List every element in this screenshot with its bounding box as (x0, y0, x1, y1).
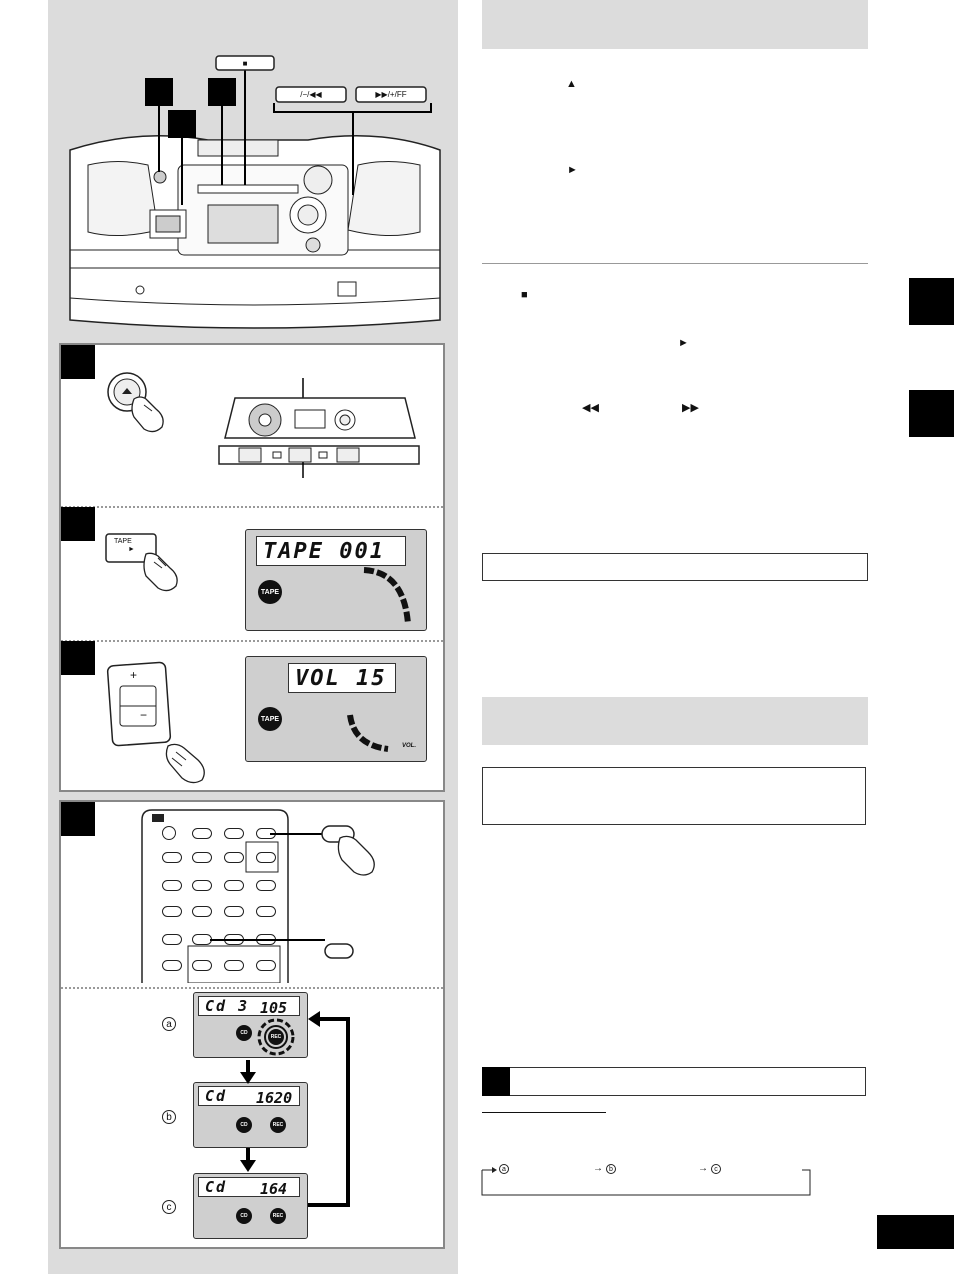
section-heading-bar-top (482, 0, 868, 49)
remote-button[interactable] (224, 960, 244, 971)
subsection-box (482, 1067, 866, 1096)
remote-button[interactable] (192, 960, 212, 971)
cd-display-c-left: Cd (198, 1177, 300, 1197)
cd-display-b: Cd 1620 CD REC (193, 1082, 308, 1148)
remote-button[interactable] (162, 852, 182, 863)
rec-badge: REC (268, 1029, 284, 1045)
sequence-c: c (711, 1164, 721, 1175)
remote-button[interactable] (192, 828, 212, 839)
skip-forward-button[interactable]: ▶▶/+/FF (375, 90, 407, 99)
sequence-row: b (606, 1164, 616, 1175)
tape-lcd-text: TAPE 001 (256, 536, 406, 566)
step-3-marker (61, 641, 95, 675)
tape-lcd-display: TAPE 001 TAPE (245, 529, 427, 631)
eject-icon: ▲ (566, 78, 577, 90)
remote-button[interactable] (256, 880, 276, 891)
remote-button[interactable] (192, 852, 212, 863)
note-box (482, 553, 868, 581)
marker-c: c (162, 1200, 176, 1214)
sequence-b: b (606, 1164, 616, 1175)
step-1-marker (61, 345, 95, 379)
level-arc-icon (363, 567, 411, 625)
play-icon: ► (567, 164, 578, 176)
marker-a: a (162, 1017, 176, 1031)
eject-button-press-illustration (107, 372, 164, 433)
step-4-marker (61, 802, 95, 836)
tape-play-press-illustration (105, 533, 178, 592)
remote-button[interactable] (224, 906, 244, 917)
cd-badge: CD (236, 1025, 252, 1041)
rewind-icon: ◀◀ (582, 402, 599, 414)
cd-display-c-right: 164 (260, 1180, 288, 1198)
remote-button[interactable] (192, 906, 212, 917)
stereo-unit-illustration (69, 55, 441, 329)
remote-button[interactable] (192, 880, 212, 891)
divider (61, 987, 443, 989)
remote-button[interactable] (224, 828, 244, 839)
cd-display-a-left: Cd 3 (198, 996, 300, 1016)
tape-play-button-label[interactable]: TAPE (114, 538, 132, 545)
volume-tape-badge: TAPE (258, 707, 282, 731)
section-divider (482, 263, 868, 264)
remote-callout-lines (210, 825, 375, 959)
disc-spin-icon (257, 1018, 295, 1056)
tape-badge: TAPE (258, 580, 282, 604)
volume-lcd-text: VOL 15 (288, 663, 396, 693)
remote-button[interactable] (162, 934, 182, 945)
stop-icon: ■ (521, 289, 528, 301)
cassette-tape-illustration (218, 378, 420, 478)
edge-tab-1 (909, 278, 954, 325)
rec-badge: REC (270, 1208, 286, 1224)
sequence-a: a (499, 1164, 509, 1175)
cd-display-a: Cd 3 105 CD REC (193, 992, 308, 1058)
volume-lcd-display: VOL 15 TAPE VOL. (245, 656, 427, 762)
remote-button[interactable] (162, 960, 182, 971)
cd-display-a-right: 105 (260, 999, 288, 1017)
sequence-bracket (481, 1167, 811, 1196)
remote-power-button[interactable] (162, 826, 176, 840)
display-cycle-arrows (240, 1011, 350, 1207)
divider (61, 640, 443, 642)
play-icon: ► (678, 337, 689, 349)
remote-button-grid (160, 826, 280, 976)
play-icon: ► (128, 546, 135, 553)
page-number-tab (877, 1215, 954, 1249)
volume-plus-button[interactable]: + (130, 668, 138, 682)
underline-rule (482, 1112, 606, 1113)
remote-button[interactable] (256, 852, 276, 863)
volume-minus-button[interactable]: − (140, 708, 148, 722)
remote-button[interactable] (162, 880, 182, 891)
volume-button-illustration (106, 661, 205, 784)
skip-back-button[interactable]: /−/◀◀ (300, 90, 322, 99)
remote-button[interactable] (256, 960, 276, 971)
marker-b: b (162, 1110, 176, 1124)
cd-display-b-left: Cd (198, 1086, 300, 1106)
fast-forward-icon: ▶▶ (682, 402, 699, 414)
cd-display-c: Cd 164 CD REC (193, 1173, 308, 1239)
stop-button[interactable]: ■ (242, 59, 248, 68)
remote-button[interactable] (256, 906, 276, 917)
cd-badge: CD (236, 1208, 252, 1224)
section-heading-bar-middle (482, 697, 868, 745)
volume-arc-icon (347, 714, 389, 752)
remote-button[interactable] (224, 880, 244, 891)
edge-tab-2 (909, 390, 954, 437)
subsection-marker (482, 1067, 510, 1096)
rec-badge: REC (270, 1117, 286, 1133)
cd-display-b-right: 1620 (256, 1089, 293, 1107)
remote-button[interactable] (162, 906, 182, 917)
remote-button[interactable] (224, 852, 244, 863)
sequence-row: a (499, 1164, 509, 1175)
sequence-arrow-1: → (593, 1163, 603, 1174)
sequence-row: c (711, 1164, 721, 1175)
cd-badge: CD (236, 1117, 252, 1133)
info-box (482, 767, 866, 825)
step-2-marker (61, 507, 95, 541)
divider (61, 506, 443, 508)
sequence-arrow-2: → (698, 1163, 708, 1174)
vol-label: VOL. (402, 743, 417, 749)
